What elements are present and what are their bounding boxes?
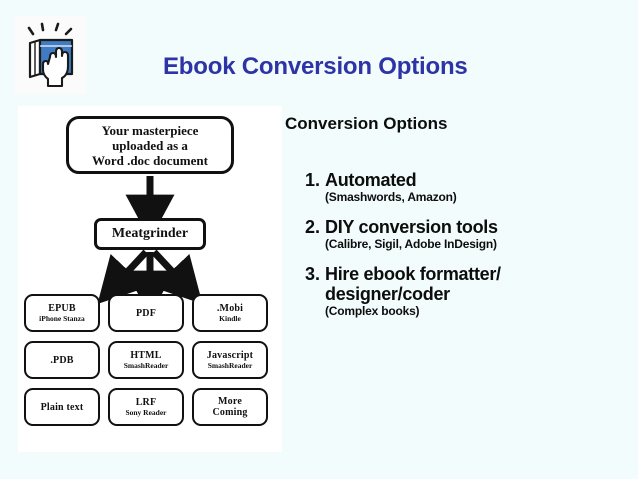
option-body: Hire ebook formatter/ designer/coder (Co… xyxy=(325,264,638,318)
list-item-automated: 1. Automated (Smashwords, Amazon) xyxy=(305,170,638,204)
option-body: DIY conversion tools (Calibre, Sigil, Ad… xyxy=(325,217,638,251)
option-number: 2. xyxy=(305,217,321,237)
output-box-pdf: PDF xyxy=(108,294,184,332)
list-item-diy-conversion-tools: 2. DIY conversion tools (Calibre, Sigil,… xyxy=(305,217,638,251)
output-box-mobi: .Mobi Kindle xyxy=(192,294,268,332)
option-number: 1. xyxy=(305,170,321,190)
output-box-lrf: LRF Sony Reader xyxy=(108,388,184,426)
source-document-box: Your masterpiece uploaded as a Word .doc… xyxy=(66,116,234,174)
output-subtitle: SmashReader xyxy=(123,361,169,370)
option-note: (Smashwords, Amazon) xyxy=(325,190,457,204)
book-with-hand-logo xyxy=(14,16,86,94)
output-subtitle: Coming xyxy=(212,407,248,418)
output-title: Plain text xyxy=(40,401,84,413)
output-box-epub: EPUB iPhone Stanza xyxy=(24,294,100,332)
options-heading: Conversion Options xyxy=(285,114,448,133)
page-title: Ebook Conversion Options xyxy=(163,53,468,80)
output-box-plain-text: Plain text xyxy=(24,388,100,426)
slide-header: Ebook Conversion Options xyxy=(0,0,638,102)
option-label-line2: designer/coder xyxy=(325,284,450,304)
meatgrinder-process-box: Meatgrinder xyxy=(94,218,206,250)
output-subtitle: iPhone Stanza xyxy=(39,314,85,323)
output-title: EPUB xyxy=(48,303,76,314)
output-subtitle: Kindle xyxy=(219,314,241,323)
source-line-2: uploaded as a xyxy=(112,137,188,153)
list-item-hire-formatter: 3. Hire ebook formatter/ designer/coder … xyxy=(305,264,638,318)
conversion-flow-diagram: Your masterpiece uploaded as a Word .doc… xyxy=(18,106,282,452)
output-subtitle: SmashReader xyxy=(207,361,253,370)
option-label: Automated xyxy=(325,170,417,190)
option-note: (Complex books) xyxy=(325,304,420,318)
option-label: DIY conversion tools xyxy=(325,217,498,237)
output-box-html: HTML SmashReader xyxy=(108,341,184,379)
output-formats-grid: EPUB iPhone Stanza PDF .Mobi Kindle .PDB… xyxy=(24,294,276,426)
output-title: HTML xyxy=(130,350,162,361)
output-title: PDF xyxy=(135,307,157,319)
output-box-pdb: .PDB xyxy=(24,341,100,379)
source-line-1: Your masterpiece xyxy=(101,122,199,138)
output-subtitle: Sony Reader xyxy=(125,408,167,417)
output-box-javascript: Javascript SmashReader xyxy=(192,341,268,379)
output-title: Javascript xyxy=(206,350,254,361)
output-box-more-coming: More Coming xyxy=(192,388,268,426)
output-title: More xyxy=(218,396,242,407)
book-with-hand-icon xyxy=(27,22,74,88)
option-note: (Calibre, Sigil, Adobe InDesign) xyxy=(325,237,497,251)
option-body: Automated (Smashwords, Amazon) xyxy=(325,170,638,204)
options-list: 1. Automated (Smashwords, Amazon) 2. DIY… xyxy=(305,170,638,331)
output-title: LRF xyxy=(135,397,157,408)
output-title: .PDB xyxy=(50,354,74,366)
output-title: .Mobi xyxy=(216,303,244,314)
option-label: Hire ebook formatter/ xyxy=(325,264,501,284)
conversion-options-panel: Conversion Options 1. Automated (Smashwo… xyxy=(258,106,638,452)
option-number: 3. xyxy=(305,264,321,284)
meatgrinder-label: Meatgrinder xyxy=(111,226,189,241)
source-line-3: Word .doc document xyxy=(92,152,208,168)
